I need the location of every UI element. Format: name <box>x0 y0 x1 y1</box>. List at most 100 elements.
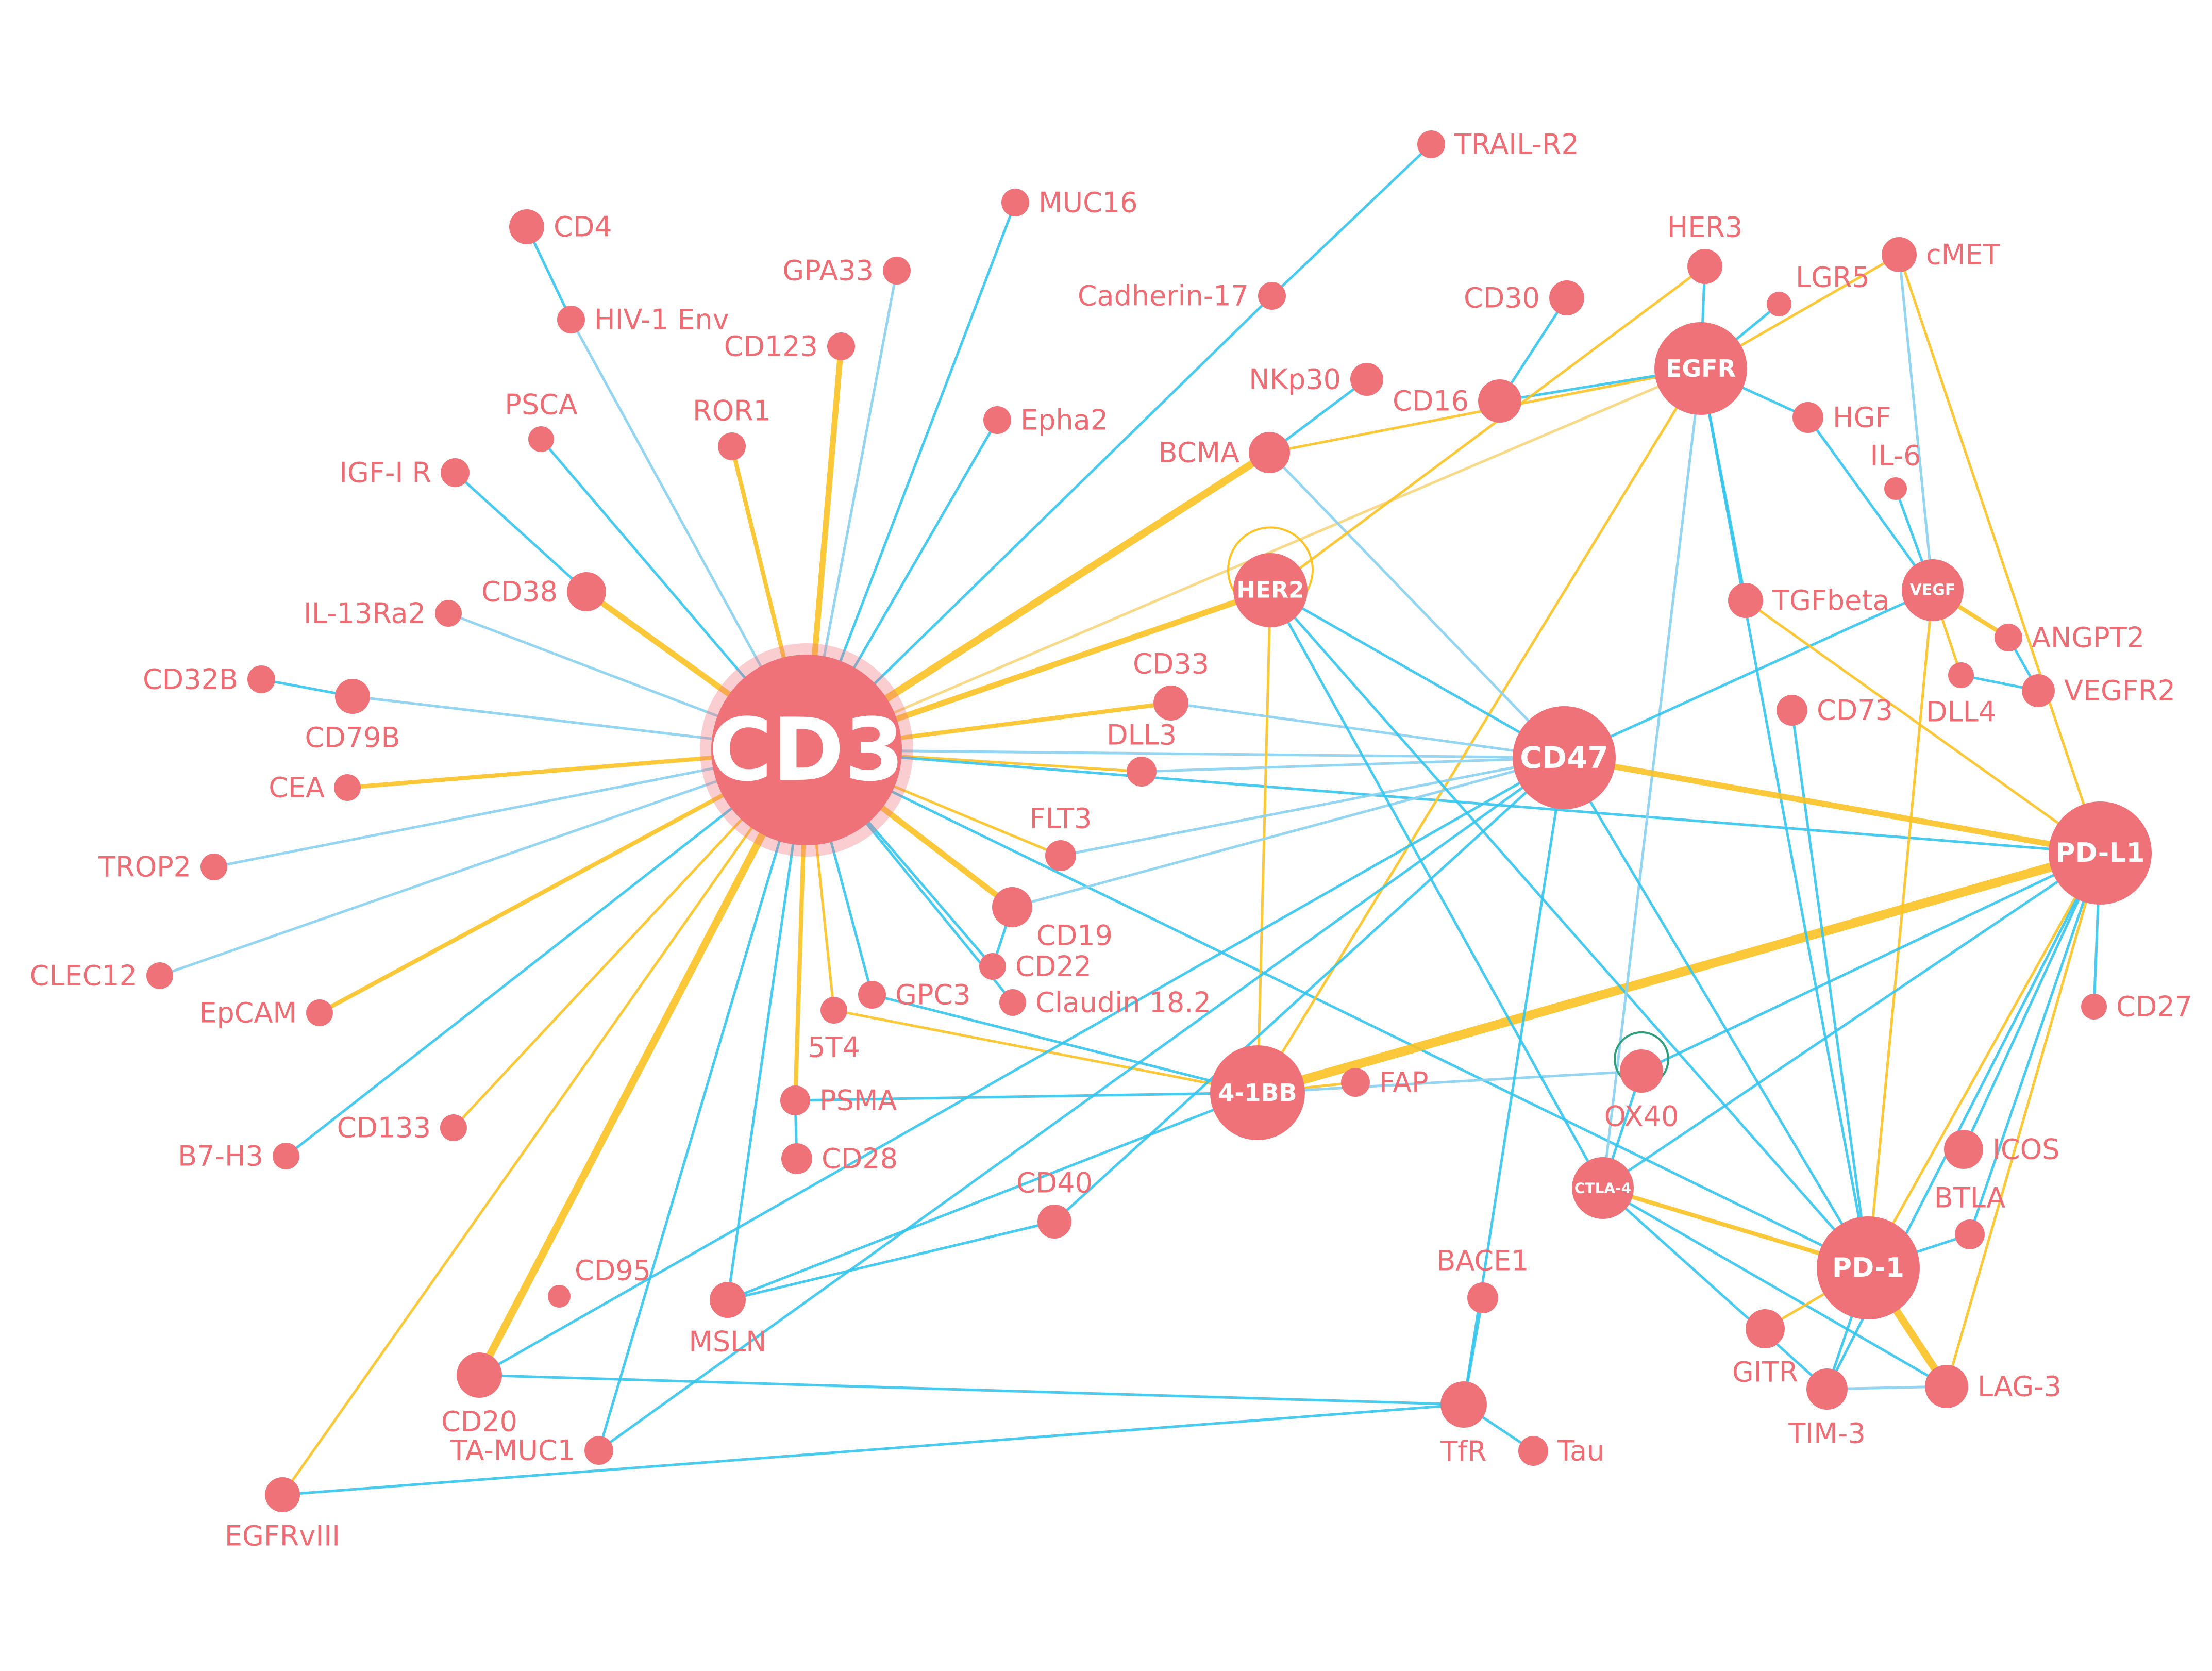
node-bace1[interactable]: BACE1 <box>1436 1245 1529 1314</box>
node-circle[interactable] <box>1549 280 1584 315</box>
node-circle[interactable] <box>584 1436 613 1465</box>
node-trail-r2[interactable]: TRAIL-R2 <box>1417 128 1579 161</box>
node-circle[interactable] <box>1944 1130 1983 1169</box>
node-igf-i-r[interactable]: IGF-I R <box>339 457 470 489</box>
node-psma[interactable]: PSMA <box>780 1084 897 1117</box>
node-epha2[interactable]: Epha2 <box>983 404 1108 437</box>
node-clec12[interactable]: CLEC12 <box>30 960 173 992</box>
node-circle[interactable] <box>1572 1157 1634 1219</box>
node-lag-3[interactable]: LAG-3 <box>1925 1365 2062 1408</box>
node-epcam[interactable]: EpCAM <box>199 997 333 1029</box>
node-trop2[interactable]: TROP2 <box>98 851 227 883</box>
node-her2[interactable]: HER2 <box>1233 553 1308 627</box>
node-circle[interactable] <box>1884 477 1907 500</box>
node-her3[interactable]: HER3 <box>1667 211 1743 285</box>
node-circle[interactable] <box>1127 757 1157 787</box>
node-circle[interactable] <box>1792 402 1823 433</box>
node-hiv-1-env[interactable]: HIV-1 Env <box>557 304 729 336</box>
node-circle[interactable] <box>509 209 544 244</box>
node-bcma[interactable]: BCMA <box>1159 432 1290 473</box>
node-il-13ra2[interactable]: IL-13Ra2 <box>304 597 462 630</box>
node-claudin-18-2[interactable]: Claudin 18.2 <box>999 987 1211 1019</box>
node-circle[interactable] <box>1955 1219 1985 1249</box>
node-cd22[interactable]: CD22 <box>979 950 1092 983</box>
node-circle[interactable] <box>146 962 173 989</box>
node-angpt2[interactable]: ANGPT2 <box>1995 622 2144 654</box>
node-circle[interactable] <box>557 306 585 333</box>
node-cd27[interactable]: CD27 <box>2081 991 2192 1023</box>
node-circle[interactable] <box>1654 322 1747 415</box>
node-circle[interactable] <box>1948 662 1974 688</box>
node-egfr[interactable]: EGFR <box>1654 322 1747 415</box>
node-circle[interactable] <box>1417 130 1445 158</box>
node-circle[interactable] <box>273 1143 299 1169</box>
node-circle[interactable] <box>979 953 1006 980</box>
node-circle[interactable] <box>1777 695 1807 726</box>
node-circle[interactable] <box>1518 1436 1548 1466</box>
node-circle[interactable] <box>1258 282 1286 310</box>
node-ox40[interactable]: OX40 <box>1604 1049 1679 1133</box>
node-circle[interactable] <box>999 989 1026 1016</box>
node-circle[interactable] <box>306 999 333 1026</box>
node-circle[interactable] <box>710 1282 746 1318</box>
node-circle[interactable] <box>457 1352 502 1398</box>
node-cd47[interactable]: CD47 <box>1513 706 1616 809</box>
node-psca[interactable]: PSCA <box>505 389 578 453</box>
node-cadherin-17[interactable]: Cadherin-17 <box>1078 280 1286 312</box>
node-tfr[interactable]: TfR <box>1440 1381 1487 1468</box>
node-circle[interactable] <box>820 997 847 1024</box>
node-circle[interactable] <box>883 257 911 285</box>
node-tau[interactable]: Tau <box>1518 1435 1604 1467</box>
node-circle[interactable] <box>1350 363 1383 396</box>
node-cmet[interactable]: cMET <box>1882 237 2000 272</box>
node-circle[interactable] <box>2081 994 2107 1020</box>
node-circle[interactable] <box>1882 237 1917 272</box>
node-circle[interactable] <box>1902 559 1964 621</box>
node-fap[interactable]: FAP <box>1341 1066 1429 1099</box>
node-circle[interactable] <box>781 1143 812 1174</box>
node-circle[interactable] <box>548 1285 571 1308</box>
node-cea[interactable]: CEA <box>269 772 361 804</box>
node-msln[interactable]: MSLN <box>689 1282 767 1358</box>
node-cd20[interactable]: CD20 <box>441 1352 517 1438</box>
node-circle[interactable] <box>1478 379 1521 423</box>
node-circle[interactable] <box>567 572 606 611</box>
node-4-1bb[interactable]: 4-1BB <box>1210 1045 1305 1140</box>
node-cd38[interactable]: CD38 <box>481 572 606 611</box>
node-cd3[interactable]: CD3 <box>700 643 913 857</box>
node-circle[interactable] <box>1767 292 1791 316</box>
node-circle[interactable] <box>1440 1381 1487 1428</box>
node-5t4[interactable]: 5T4 <box>808 997 860 1064</box>
node-circle[interactable] <box>435 600 462 627</box>
node-circle[interactable] <box>1817 1216 1920 1319</box>
node-cd19[interactable]: CD19 <box>992 887 1113 952</box>
node-circle[interactable] <box>992 887 1032 927</box>
node-circle[interactable] <box>983 406 1011 434</box>
node-ta-muc1[interactable]: TA-MUC1 <box>450 1434 613 1467</box>
node-circle[interactable] <box>247 665 275 693</box>
node-cd95[interactable]: CD95 <box>548 1255 651 1308</box>
node-b7-h3[interactable]: B7-H3 <box>178 1140 299 1173</box>
node-circle[interactable] <box>335 679 370 714</box>
node-flt3[interactable]: FLT3 <box>1029 803 1092 872</box>
node-circle[interactable] <box>1746 1309 1785 1348</box>
node-gitr[interactable]: GITR <box>1732 1309 1798 1389</box>
node-circle[interactable] <box>200 854 227 880</box>
node-muc16[interactable]: MUC16 <box>1001 187 1138 219</box>
node-pd-l1[interactable]: PD-L1 <box>2049 801 2152 905</box>
node-nkp30[interactable]: NKp30 <box>1249 363 1383 396</box>
node-circle[interactable] <box>1995 624 2022 651</box>
node-vegfr2[interactable]: VEGFR2 <box>2022 674 2175 707</box>
node-dll4[interactable]: DLL4 <box>1926 662 1996 728</box>
node-hgf[interactable]: HGF <box>1792 402 1891 434</box>
node-ror1[interactable]: ROR1 <box>693 395 771 461</box>
node-il-6[interactable]: IL-6 <box>1870 440 1921 500</box>
node-ctla-4[interactable]: CTLA-4 <box>1572 1157 1634 1219</box>
node-cd79b[interactable]: CD79B <box>305 679 400 754</box>
node-egfrviii[interactable]: EGFRvIII <box>225 1477 340 1552</box>
node-circle[interactable] <box>780 1085 810 1115</box>
node-cd73[interactable]: CD73 <box>1777 694 1893 727</box>
node-vegf[interactable]: VEGF <box>1902 559 1964 621</box>
node-circle[interactable] <box>827 332 855 360</box>
node-circle[interactable] <box>711 655 902 845</box>
